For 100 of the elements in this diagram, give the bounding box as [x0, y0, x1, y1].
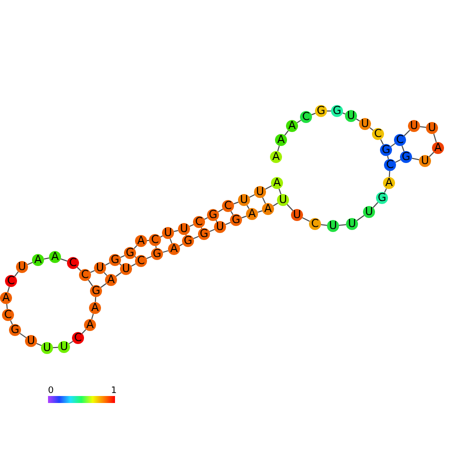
backbone-line: [146, 256, 152, 260]
backbone-line: [286, 204, 294, 212]
nucleotide-circle: G: [124, 247, 136, 259]
backbone-line: [134, 244, 138, 250]
nucleotide-circle: C: [222, 200, 234, 212]
nucleotide-circle: U: [16, 261, 28, 273]
backbone-line: [52, 346, 58, 348]
nucleotide-circle: A: [84, 319, 96, 331]
base-pair-line: [402, 145, 404, 152]
nucleotide-circle: A: [432, 142, 444, 154]
nucleotide-circle: C: [372, 128, 384, 140]
nucleotide-circle: G: [182, 235, 194, 247]
backbone-line: [7, 286, 10, 293]
nucleotide-circle: C: [300, 111, 312, 123]
backbone-line: [284, 130, 289, 136]
nucleotide-circle: G: [315, 105, 327, 117]
nucleotide-circle: U: [327, 220, 339, 232]
nucleotide-circle: U: [94, 262, 106, 274]
nucleotide-circle: U: [254, 186, 266, 198]
backbone-line: [76, 266, 82, 272]
nucleotide-circle: C: [149, 234, 161, 246]
nucleotide-circle: A: [270, 151, 282, 163]
nucleotide-circle: A: [286, 120, 298, 132]
nucleotide-circle: C: [72, 332, 84, 344]
backbone-line: [338, 224, 347, 226]
nucleotide-circle: U: [41, 342, 53, 354]
backbone-line: [82, 328, 86, 334]
nucleotide-circle: U: [162, 227, 174, 239]
backbone-line: [94, 296, 96, 302]
nucleotide-circle: U: [345, 110, 357, 122]
nucleotide-circle: U: [426, 122, 438, 134]
nucleotide-circle: C: [384, 159, 396, 171]
backbone-line: [428, 152, 434, 158]
nucleotide-circle: C: [193, 216, 205, 228]
nucleotide-circle: G: [9, 324, 21, 336]
nucleotide-circle: A: [246, 208, 258, 220]
backbone-line: [320, 224, 328, 226]
nucleotide-circle: U: [277, 194, 289, 206]
nucleotide-circle: U: [359, 118, 371, 130]
nucleotide-circle: G: [198, 228, 210, 240]
backbone-line: [372, 202, 378, 208]
backbone-line: [356, 214, 365, 222]
backbone-line: [342, 112, 346, 114]
nucleotide-circle: U: [25, 335, 37, 347]
backbone-line: [209, 228, 215, 232]
backbone-line: [225, 222, 231, 226]
backbone-line: [115, 272, 122, 277]
nucleotide-circle: U: [408, 120, 420, 132]
nucleotide-circle: A: [271, 177, 283, 189]
nucleotide-circle: G: [230, 214, 242, 226]
nucleotide-circle: G: [380, 144, 392, 156]
backbone-line: [193, 236, 199, 240]
backbone-line: [257, 210, 263, 213]
backbone-line: [419, 126, 427, 128]
nucleotide-circle: A: [49, 251, 61, 263]
nucleotide-circle: C: [79, 269, 91, 281]
nucleotide-circle: A: [0, 292, 12, 304]
nucleotide-circle: U: [419, 155, 431, 167]
backbone-line: [27, 262, 33, 266]
nucleotide-circle: G: [376, 192, 388, 204]
backbone-line: [14, 271, 19, 277]
nucleotide-circle: A: [383, 177, 395, 189]
nucleotide-circle: A: [275, 134, 287, 146]
nucleotide-circle: A: [262, 203, 274, 215]
backbone-line: [100, 283, 107, 288]
backbone-line: [43, 258, 50, 260]
nucleotide-circle: U: [346, 218, 358, 230]
nucleotide-circle: G: [400, 151, 412, 163]
nucleotide-circle: C: [135, 255, 147, 267]
nucleotide-circle: U: [178, 223, 190, 235]
backbone-line: [91, 313, 94, 320]
backbone-line: [277, 145, 280, 152]
base-pair-line: [104, 272, 108, 276]
nucleotide-circle: C: [5, 275, 17, 287]
nucleotide-circle: U: [120, 263, 132, 275]
nucleotide-circle: C: [309, 218, 321, 230]
nucleotide-circle: A: [89, 302, 101, 314]
nucleotide-circle: U: [363, 206, 375, 218]
scale-label: 1: [111, 386, 117, 396]
nucleotide-circle: C: [67, 257, 79, 269]
nucleotide-circle: G: [207, 209, 219, 221]
nucleotide-circle: A: [105, 274, 117, 286]
nucleotide-circle: C: [2, 309, 14, 321]
nucleotide-circle: U: [58, 341, 70, 353]
nucleotide-circle: U: [291, 209, 303, 221]
nucleotide-circle: U: [214, 221, 226, 233]
backbone-line: [36, 342, 42, 346]
nucleotide-circle: A: [32, 254, 44, 266]
nucleotide-circle: G: [331, 105, 343, 117]
backbone-line: [6, 303, 8, 310]
nucleotide-circle: U: [238, 194, 250, 206]
backbone-line: [404, 130, 410, 136]
nucleotide-circle: G: [109, 254, 121, 266]
base-pair-line: [278, 188, 282, 195]
backbone-line: [264, 185, 272, 190]
nucleotide-circle: A: [168, 243, 180, 255]
base-pair-line: [170, 238, 172, 244]
backbone-line: [326, 110, 332, 112]
nucleotide-circle: C: [394, 134, 406, 146]
nucleotide-circle: G: [151, 248, 163, 260]
